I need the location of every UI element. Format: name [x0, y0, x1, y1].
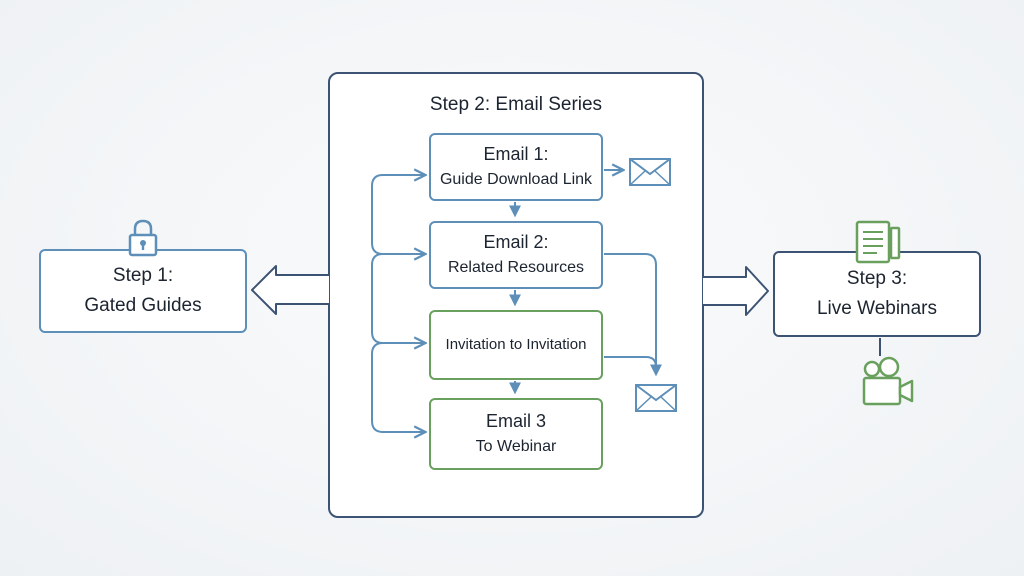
email1-box: Email 1: Guide Download Link	[429, 133, 603, 201]
document-icon	[855, 220, 901, 264]
email1-subtitle: Guide Download Link	[439, 171, 593, 188]
envelope-icon	[635, 384, 677, 412]
arrow-to-step3	[703, 266, 769, 316]
step3-label: Step 3:	[846, 268, 908, 289]
invitation-box: Invitation to Invitation	[429, 310, 603, 380]
email2-box: Email 2: Related Resources	[429, 221, 603, 289]
step1-label: Step 1:	[112, 265, 174, 286]
email2-subtitle: Related Resources	[447, 259, 585, 276]
email1-title: Email 1:	[483, 144, 549, 164]
step1-name: Gated Guides	[84, 295, 202, 316]
loop-to-email3	[371, 342, 424, 432]
step3-box: Step 3: Live Webinars	[773, 251, 981, 337]
step1-box: Step 1: Gated Guides	[39, 249, 247, 333]
arrow-email2-envelope	[604, 253, 662, 377]
arrow-invitation-right	[604, 356, 657, 368]
email3-title: Email 3	[485, 411, 547, 431]
step3-name: Live Webinars	[816, 298, 938, 319]
email3-box: Email 3 To Webinar	[429, 398, 603, 470]
loop-to-email1	[371, 174, 424, 255]
video-camera-icon	[862, 356, 914, 406]
lock-icon	[128, 219, 158, 257]
loop-to-invitation	[371, 253, 424, 343]
email-series-title: Step 2: Email Series	[429, 94, 603, 115]
email3-subtitle: To Webinar	[475, 438, 557, 455]
arrow-to-step1	[251, 265, 329, 315]
email2-title: Email 2:	[483, 232, 549, 252]
invitation-title: Invitation to Invitation	[445, 336, 587, 353]
envelope-icon	[629, 158, 671, 186]
